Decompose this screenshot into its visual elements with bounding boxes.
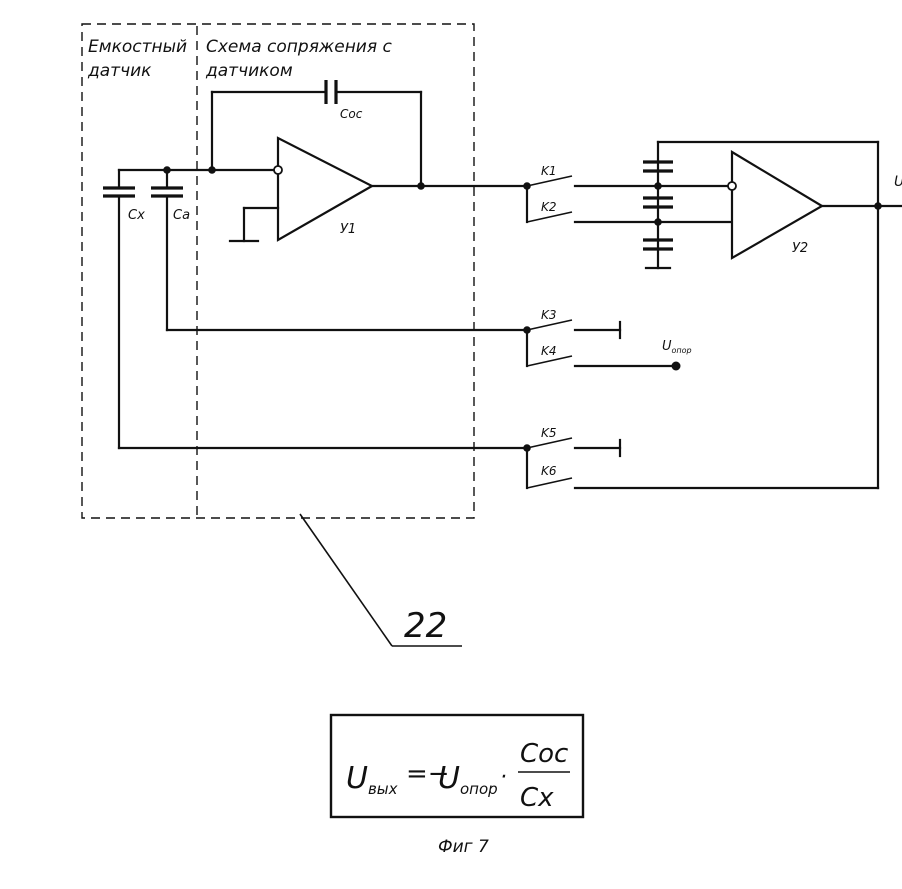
label-k5: K5 (541, 426, 557, 440)
junction-y2-out (874, 202, 882, 210)
capacitor-cos (324, 80, 338, 104)
interface-title-line1: Схема сопряжения с (206, 37, 392, 57)
interface-block-border (81, 23, 475, 519)
label-k4: K4 (541, 344, 557, 358)
junction-stack-2 (654, 218, 662, 226)
switch-k1-k2 (523, 175, 660, 224)
u-ref-terminal (671, 361, 681, 371)
input-bus (117, 90, 280, 190)
capacitor-cx (103, 186, 135, 450)
formula-denominator: Cx (520, 783, 554, 813)
figure-caption: Фиг 7 (438, 837, 489, 857)
formula-dot: · (500, 765, 507, 790)
label-k3: K3 (541, 308, 557, 322)
switch-k5-k6 (117, 437, 880, 490)
interface-title-line2: датчиком (205, 61, 293, 81)
label-u-ref: Uопор (662, 339, 692, 355)
formula-numerator: Cос (520, 739, 568, 769)
label-k6: K6 (541, 464, 557, 478)
switch-k3-k4 (523, 319, 678, 368)
label-ca: Ca (173, 208, 190, 223)
label-k1: K1 (541, 164, 557, 178)
junction-stack-1 (654, 182, 662, 190)
sensor-title-line1: Емкостный (88, 37, 187, 57)
junction-feedback-in (208, 166, 216, 174)
label-u-out: U (894, 174, 902, 190)
amplifier-y2 (727, 140, 902, 490)
capacitor-ca (151, 186, 529, 332)
label-y2: У2 (792, 241, 808, 256)
formula-lhs: Uвых (346, 761, 398, 798)
label-cx: Cx (128, 208, 145, 223)
capacitor-stack (643, 140, 880, 270)
label-y1: У1 (340, 222, 356, 237)
feedback-path (210, 90, 423, 188)
formula-eq: =− (406, 759, 450, 789)
label-k2: K2 (541, 200, 557, 214)
amplifier-y1 (228, 136, 529, 243)
formula-box: Uвых =− Uопор · Cос Cx (329, 713, 585, 819)
label-cos: Cос (340, 107, 363, 121)
callout-leader (299, 513, 462, 647)
junction-y1-out (417, 182, 425, 190)
sensor-title-line2: датчик (87, 61, 152, 81)
formula-ref: Uопор (438, 761, 498, 798)
junction-ca (163, 166, 171, 174)
callout-number: 22 (404, 606, 447, 646)
